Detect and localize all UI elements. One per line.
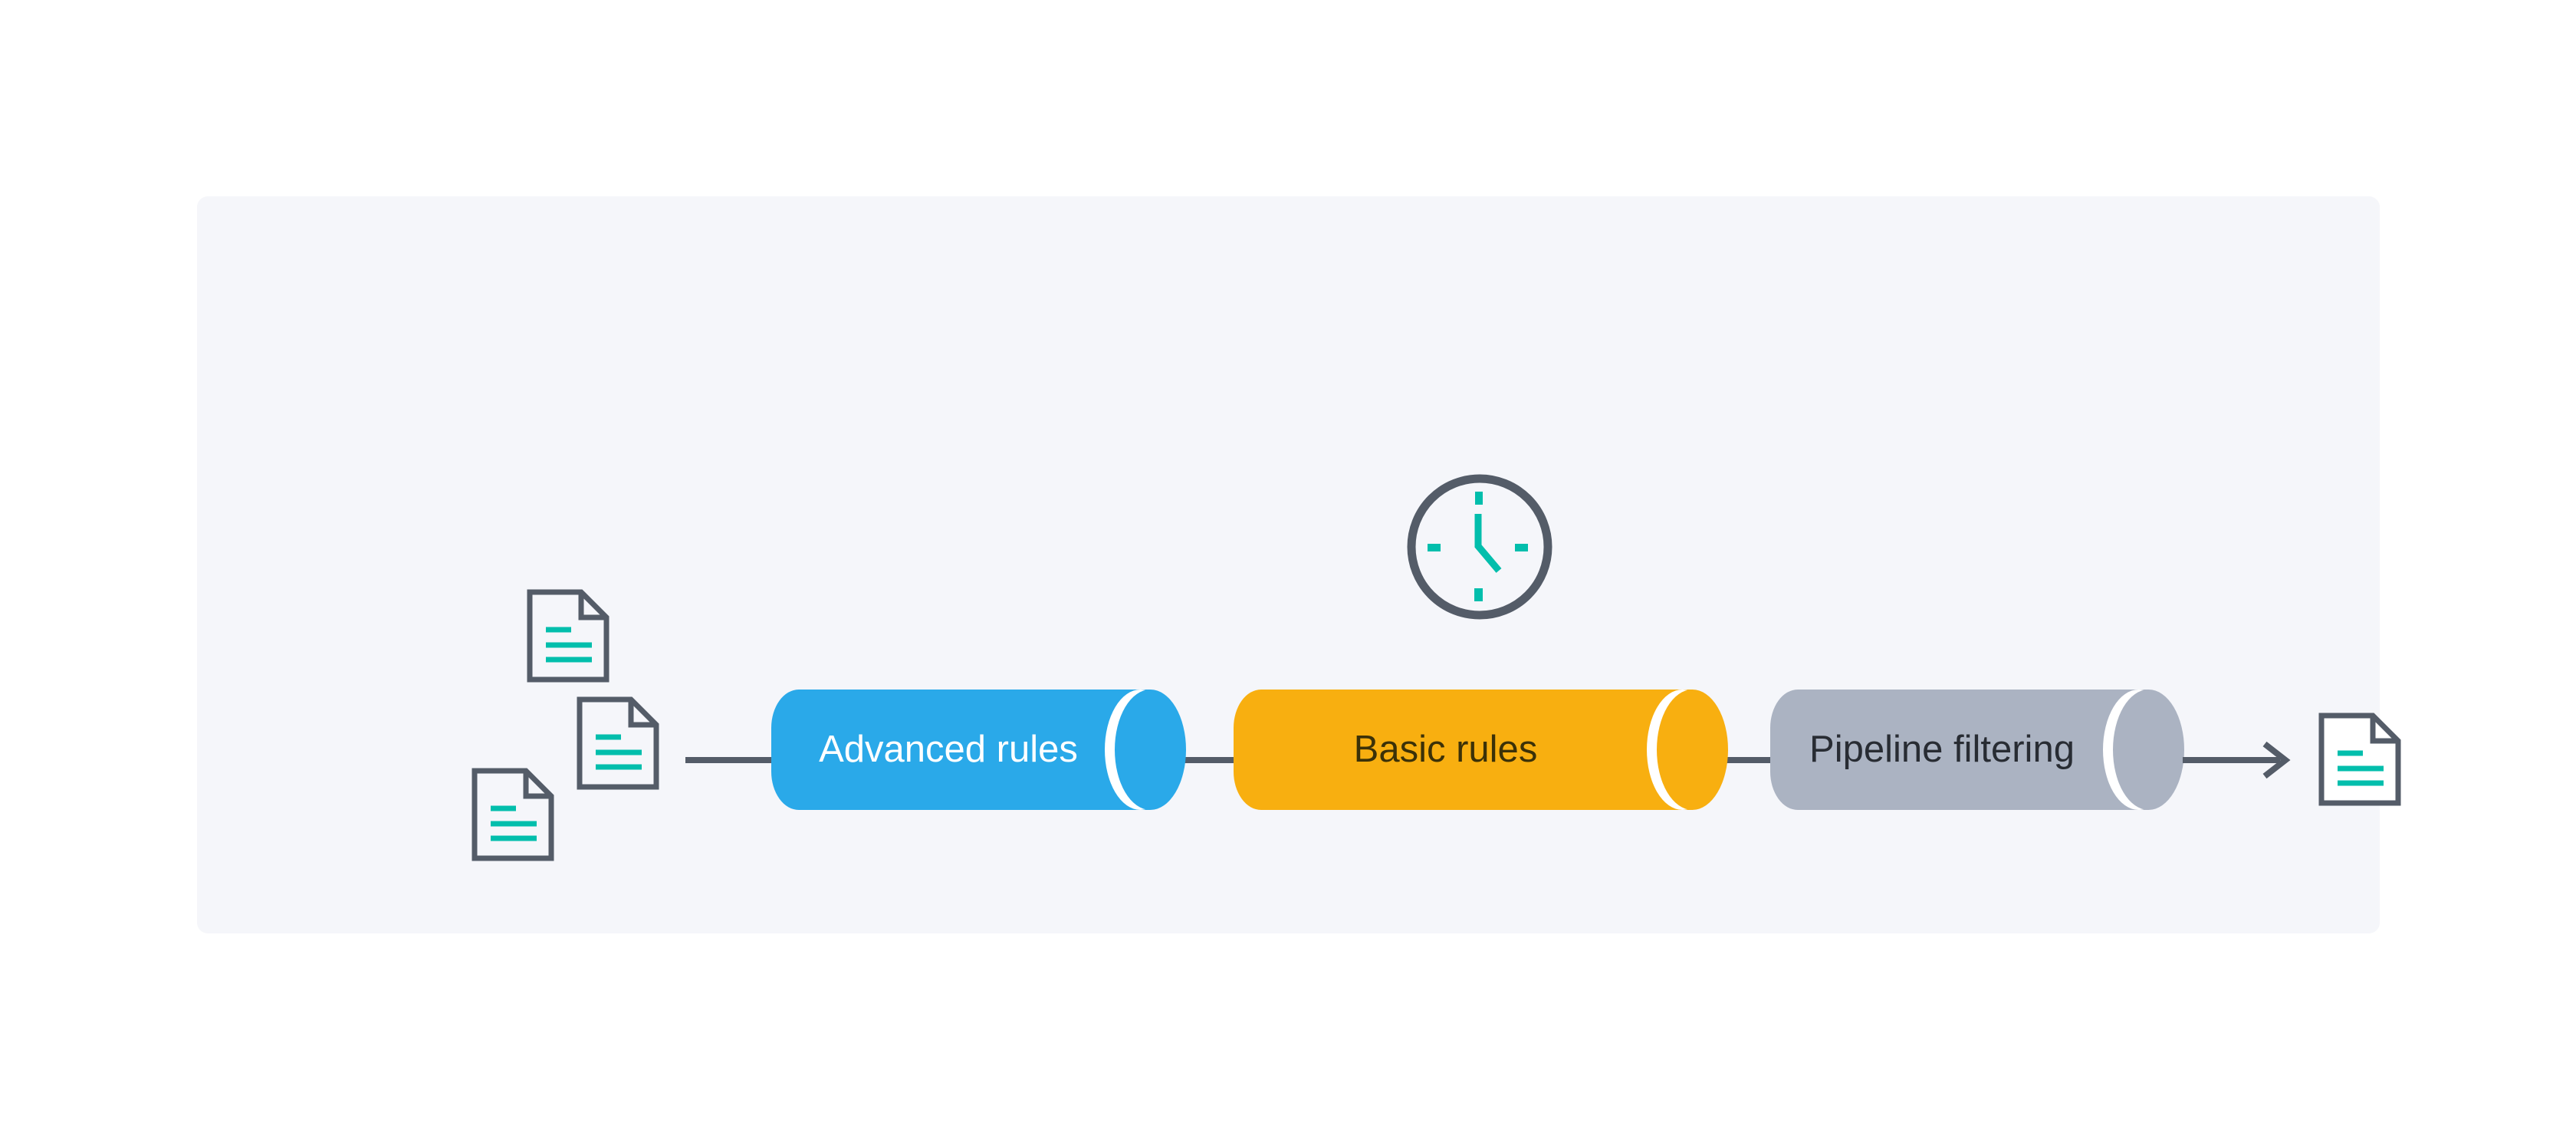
input-document-icon (577, 696, 659, 790)
connector-line (1725, 757, 1770, 763)
stage-advanced-rules: Advanced rules (771, 690, 1186, 810)
cylinder-cap (1115, 690, 1186, 810)
connector-line (1184, 757, 1234, 763)
cylinder-cap (2113, 690, 2184, 810)
diagram-panel: Advanced rules Basic rules Pipeline filt… (197, 196, 2401, 933)
cylinder-body (771, 690, 1150, 810)
stage-basic-rules: Basic rules (1234, 690, 1728, 810)
cylinder-body (1770, 690, 2149, 810)
cylinder-cap (1657, 690, 1728, 810)
connector-line (685, 757, 773, 763)
arrow-right-icon (2183, 741, 2291, 779)
stage-pipeline-filtering: Pipeline filtering (1770, 690, 2184, 810)
cylinder-body (1234, 690, 1693, 810)
stage-label: Basic rules (1353, 729, 1538, 770)
input-document-icon (527, 589, 610, 683)
clock-icon (1407, 474, 1552, 620)
input-document-icon (472, 768, 554, 861)
output-document-icon (2318, 713, 2401, 806)
stage-label: Advanced rules (819, 729, 1078, 770)
stage-label: Pipeline filtering (1809, 729, 2075, 770)
